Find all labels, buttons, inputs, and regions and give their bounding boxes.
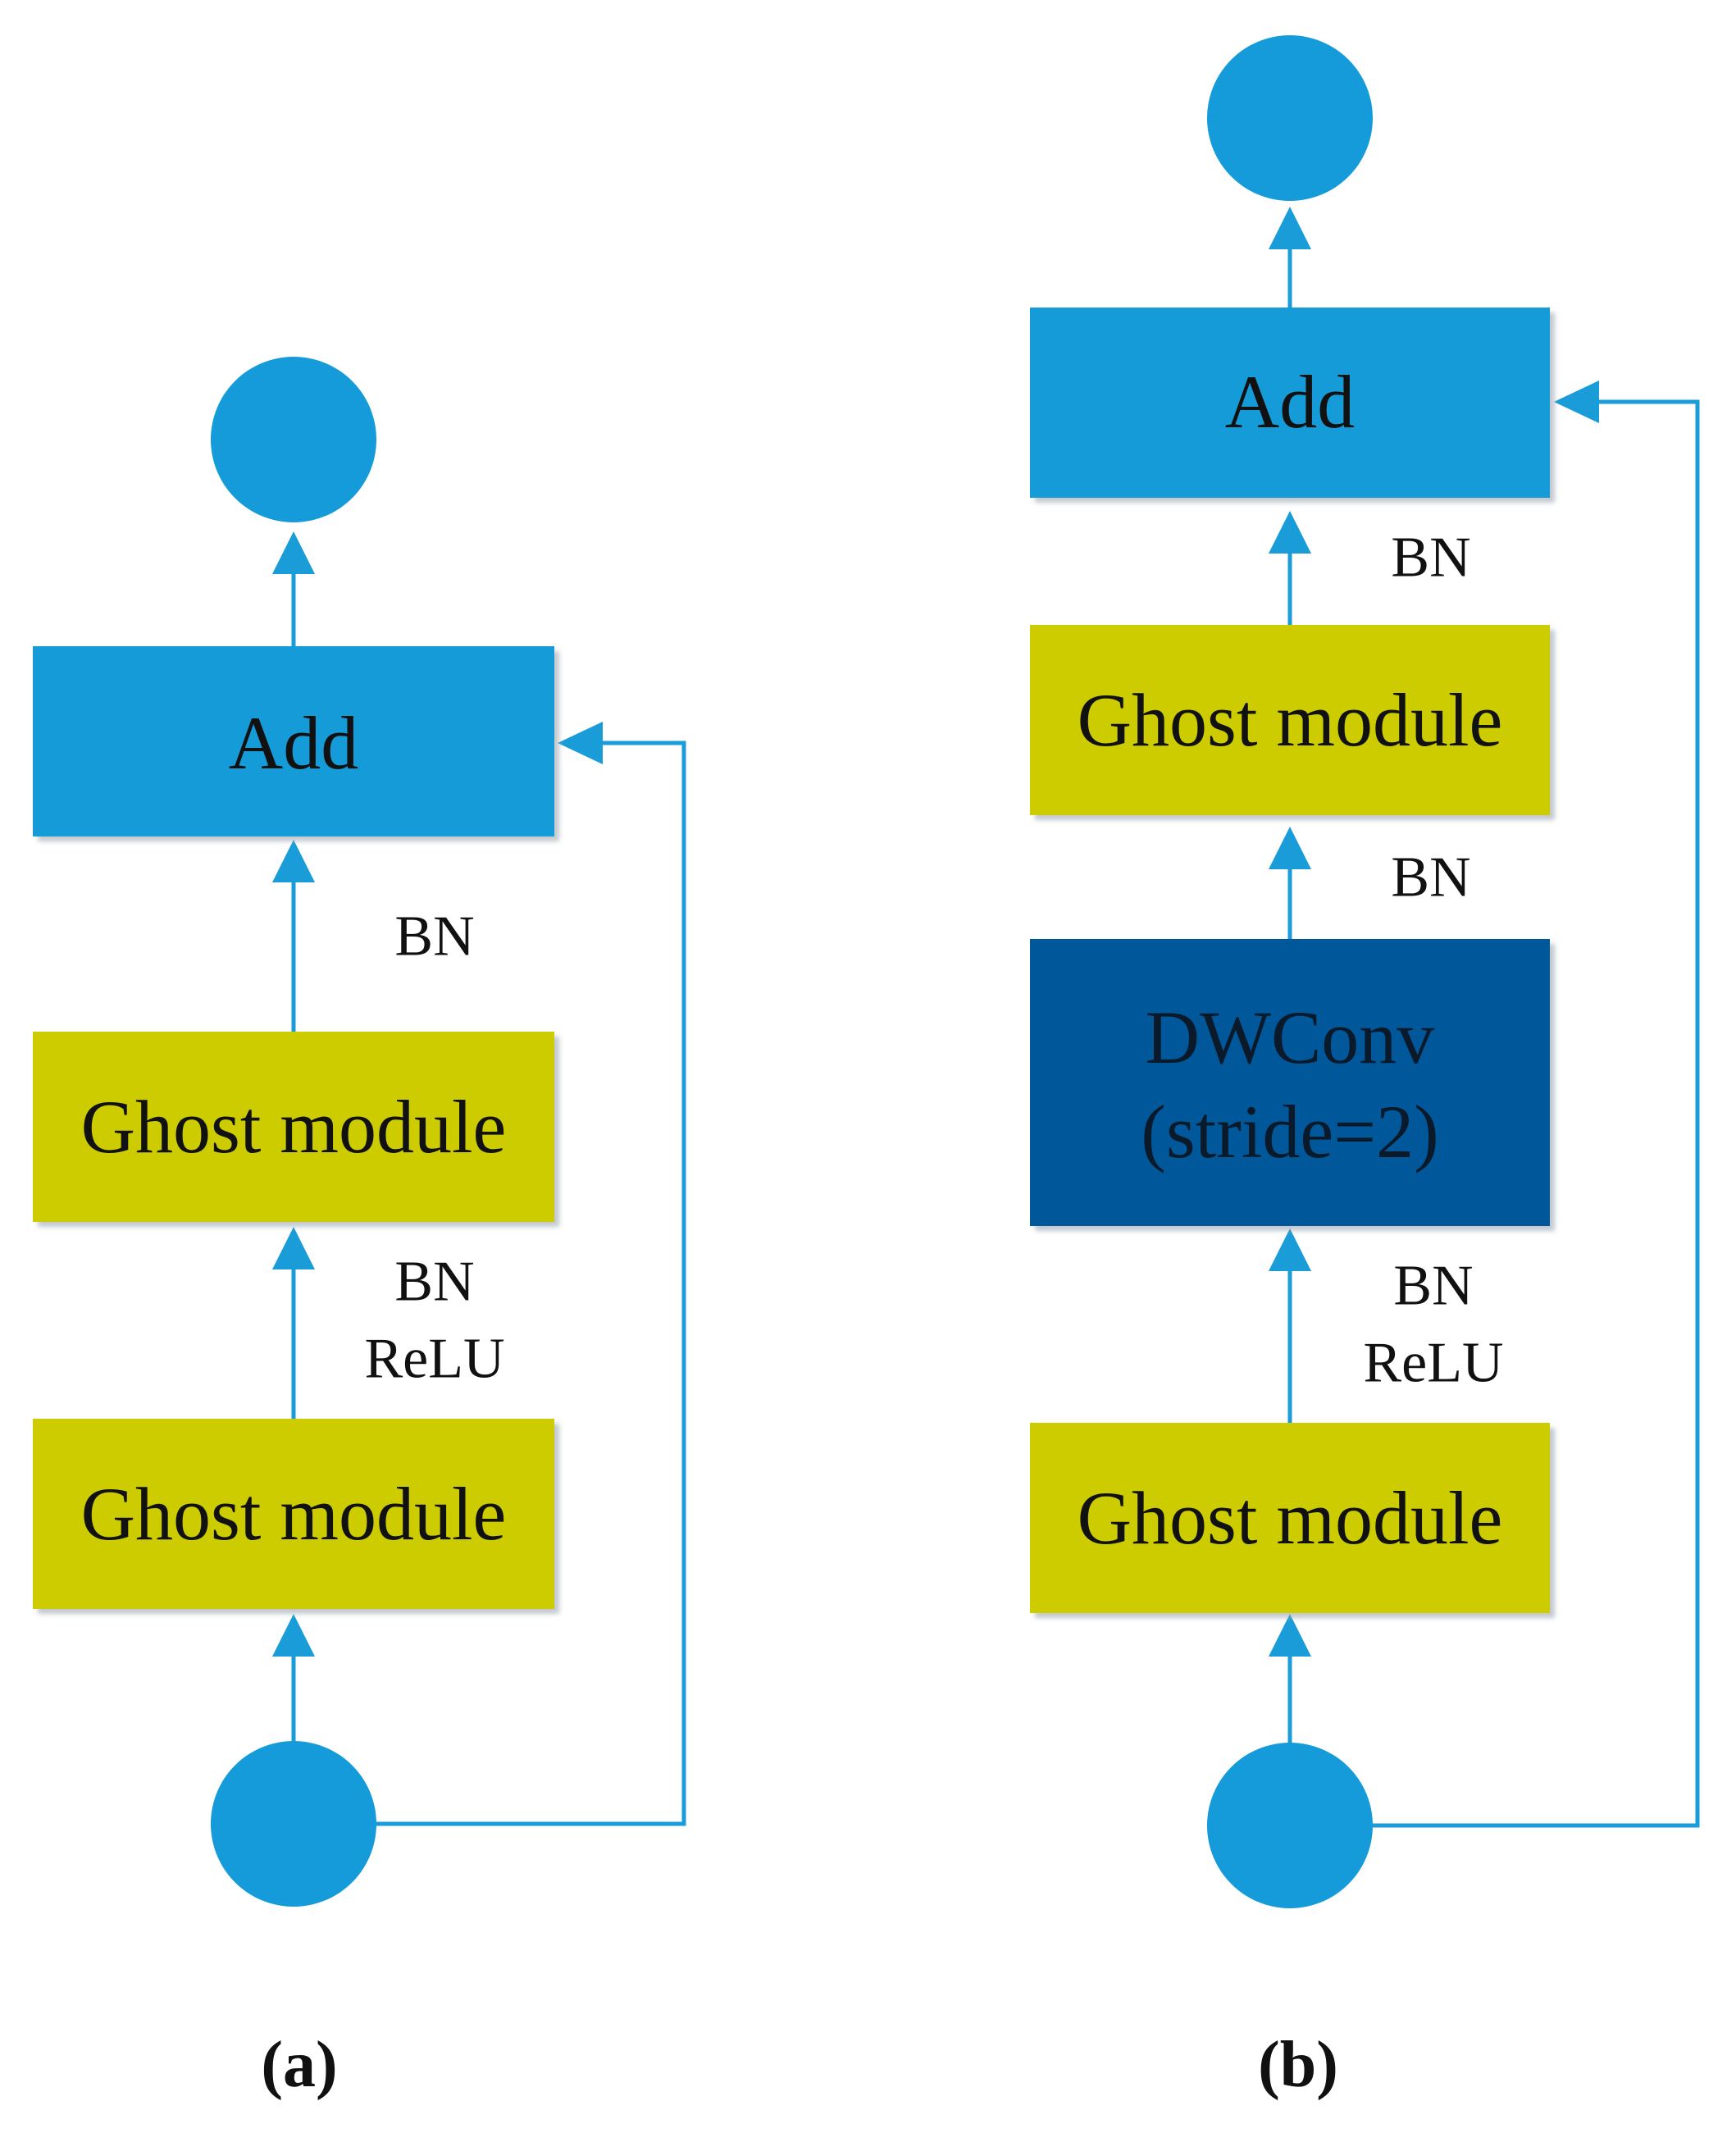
panel-a-add-label: Add [229, 701, 358, 785]
panel-b-add-box [1030, 308, 1550, 498]
panel-b-arrow-up-icon [1269, 1228, 1311, 1271]
panel-a-relu-label-mid: ReLU [364, 1328, 504, 1391]
panel-a-bn-label-mid: BN [394, 1251, 474, 1314]
panel-b-output-node [1207, 35, 1373, 201]
panel-a-arrowheads [272, 531, 603, 1657]
panel-b-arrowheads [1269, 207, 1599, 1657]
panel-b-arrow-up-icon [1269, 207, 1311, 249]
panel-a-skip-connection [373, 741, 686, 1826]
panel-b-arrow-up-icon [1269, 827, 1311, 869]
panel-a-ghost-module-bottom-box [33, 1419, 554, 1609]
panel-a-arrow-up-icon [272, 1227, 315, 1269]
panel-b-bn-label-low: BN [1393, 1255, 1473, 1318]
panel-a-caption: (a) [261, 2029, 337, 2101]
panel-a-output-node [211, 357, 376, 522]
panel-b-arrow-up-icon [1269, 1614, 1311, 1657]
panel-b-ghost-module-bottom-box [1030, 1423, 1550, 1613]
panel-b-caption: (b) [1258, 2029, 1338, 2101]
panel-b-skip-connection [1369, 399, 1700, 1828]
panel-b-dwconv-box [1030, 939, 1550, 1226]
panel-b-ghost-module-bottom-label: Ghost module [1078, 1476, 1503, 1560]
panel-b-ghost-module-top-box [1030, 625, 1550, 815]
panel-b-arrow-up-icon [1269, 511, 1311, 554]
panel-b-relu-label-low: ReLU [1363, 1332, 1503, 1395]
panel-b-arrow-left-icon [1554, 381, 1599, 423]
panel-a-add-box [33, 646, 554, 836]
panel-b-bn-label-mid: BN [1391, 846, 1470, 909]
panel-b-input-node [1207, 1743, 1373, 1908]
panel-a-bn-label-top: BN [394, 905, 474, 969]
panel-a: Add Ghost module Ghost module BN BN ReLU… [33, 357, 686, 2101]
panel-a-ghost-module-bottom-label: Ghost module [81, 1472, 507, 1556]
panel-a-connectors [291, 566, 686, 1826]
panel-b-ghost-module-top-label: Ghost module [1078, 678, 1503, 762]
panel-a-input-node [211, 1741, 376, 1907]
panel-b-dwconv-label-line1: DWConv [1146, 996, 1435, 1079]
panel-a-ghost-module-top-box [33, 1032, 554, 1222]
panel-b-connectors [1287, 238, 1700, 1828]
panel-a-arrow-up-icon [272, 840, 315, 882]
panel-a-arrow-up-icon [272, 531, 315, 574]
panel-a-arrow-left-icon [558, 722, 603, 764]
panel-b: Add Ghost module DWConv (stride=2) Ghost… [1030, 35, 1700, 2101]
panel-b-bn-label-top: BN [1391, 526, 1470, 590]
panel-b-dwconv-label-line2: (stride=2) [1141, 1090, 1439, 1174]
panel-a-arrow-up-icon [272, 1614, 315, 1657]
panel-a-ghost-module-top-label: Ghost module [81, 1085, 507, 1169]
panel-b-add-label: Add [1225, 360, 1355, 444]
